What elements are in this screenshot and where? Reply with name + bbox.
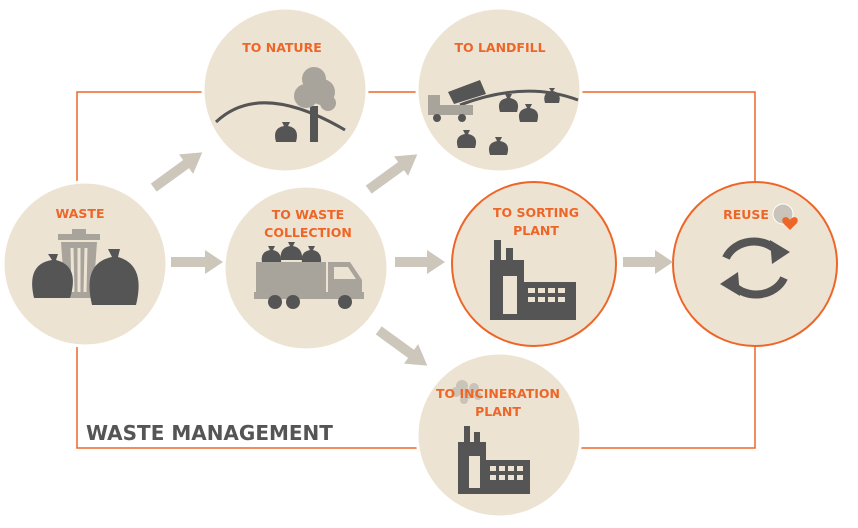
arrow-collection-to-landfill [365, 154, 418, 194]
globe-heart-icon [772, 203, 798, 230]
label-to-landfill: TO LANDFILL [454, 40, 545, 55]
recycle-arrows-icon [720, 237, 790, 299]
arrow-waste-to-nature [150, 152, 203, 192]
label-to-waste-collection-line1: TO WASTE [272, 207, 344, 222]
arrow-collection-to-incineration [375, 326, 428, 366]
label-to-nature: TO NATURE [242, 40, 322, 55]
garbage-truck-icon [254, 242, 364, 309]
trash-can-bags-icon [32, 229, 139, 305]
label-to-waste-collection-line2: COLLECTION [264, 225, 352, 240]
label-reuse: REUSE [723, 207, 769, 222]
arrow-sorting-to-reuse [623, 250, 673, 274]
label-to-sorting-plant-line2: PLANT [513, 223, 559, 238]
circle-to-landfill [415, 6, 583, 174]
tree-hill-icon [214, 67, 346, 142]
label-to-sorting-plant-line1: TO SORTING [493, 205, 579, 220]
label-to-incineration-line2: PLANT [475, 404, 521, 419]
frame-border [76, 91, 756, 449]
landfill-icon [428, 80, 579, 155]
factory-icon [490, 240, 576, 320]
arrow-collection-to-sorting [395, 250, 445, 274]
label-to-incineration-line1: TO INCINERATION [436, 386, 560, 401]
arrow-waste-to-collection [171, 250, 223, 274]
label-waste: WASTE [56, 206, 105, 221]
diagram-title: WASTE MANAGEMENT [86, 421, 333, 445]
circle-to-nature [201, 6, 369, 174]
incineration-factory-icon [451, 380, 530, 494]
